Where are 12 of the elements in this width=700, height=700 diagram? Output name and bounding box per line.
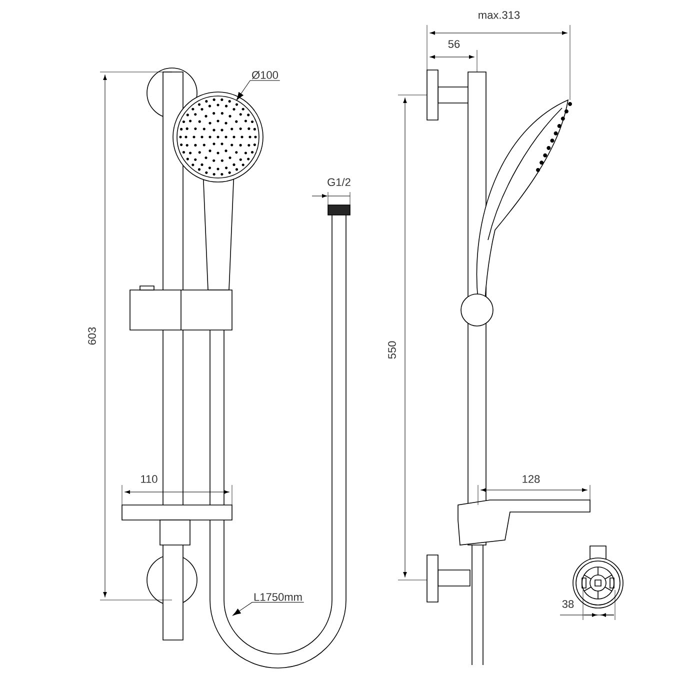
dimension-label: 128: [522, 475, 540, 483]
dimension-label: 110: [141, 475, 158, 483]
dimension-label: G1/2: [328, 178, 350, 186]
dimension-label: 56: [448, 40, 460, 48]
dimension-label: Ø100: [252, 70, 278, 80]
leader-line: [232, 602, 304, 616]
dimension-label: 550: [388, 341, 396, 359]
dimension-label: max.313: [478, 11, 520, 19]
dimension-label: L1750mm: [254, 593, 302, 601]
dimension-label: 603: [88, 327, 96, 345]
dimension-label: 38: [562, 600, 574, 608]
leader-line: [236, 80, 280, 100]
